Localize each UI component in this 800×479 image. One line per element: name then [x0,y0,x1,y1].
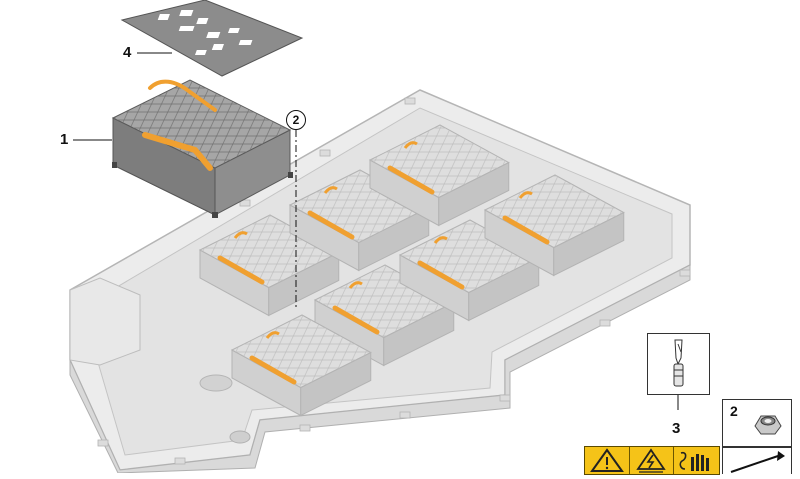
battery-module [230,314,372,417]
callout-4: 4 [123,44,132,61]
cover-plate [120,0,304,77]
hand-protection-cell [673,447,719,474]
callout-3: 3 [672,420,681,437]
cutter-tool-icon [673,339,684,387]
battery-module [483,174,625,277]
leader-lines [73,52,679,410]
battery-module [288,169,430,272]
battery-module [313,264,455,367]
arrow-up-right-icon [730,451,785,473]
warning-triangle-cell [585,447,630,474]
hand-protection-icon [679,451,709,471]
electrical-hazard-cell [629,447,674,474]
battery-modules-group [198,124,625,417]
part-box-2: 2 [722,399,792,447]
battery-module [198,214,340,317]
battery-module [368,124,510,227]
direction-arrow-box [722,447,792,474]
callout-1: 1 [60,131,69,148]
part-box-3 [647,333,710,395]
battery-module-raised [111,79,293,218]
hex-nut-icon [754,415,782,435]
callout-2-circle: 2 [286,110,306,130]
part-box-2-label: 2 [730,403,738,419]
warning-triangle-icon [590,448,624,472]
electrical-hazard-icon [636,448,666,473]
battery-module [398,219,540,322]
high-voltage-warning-label [584,446,720,475]
